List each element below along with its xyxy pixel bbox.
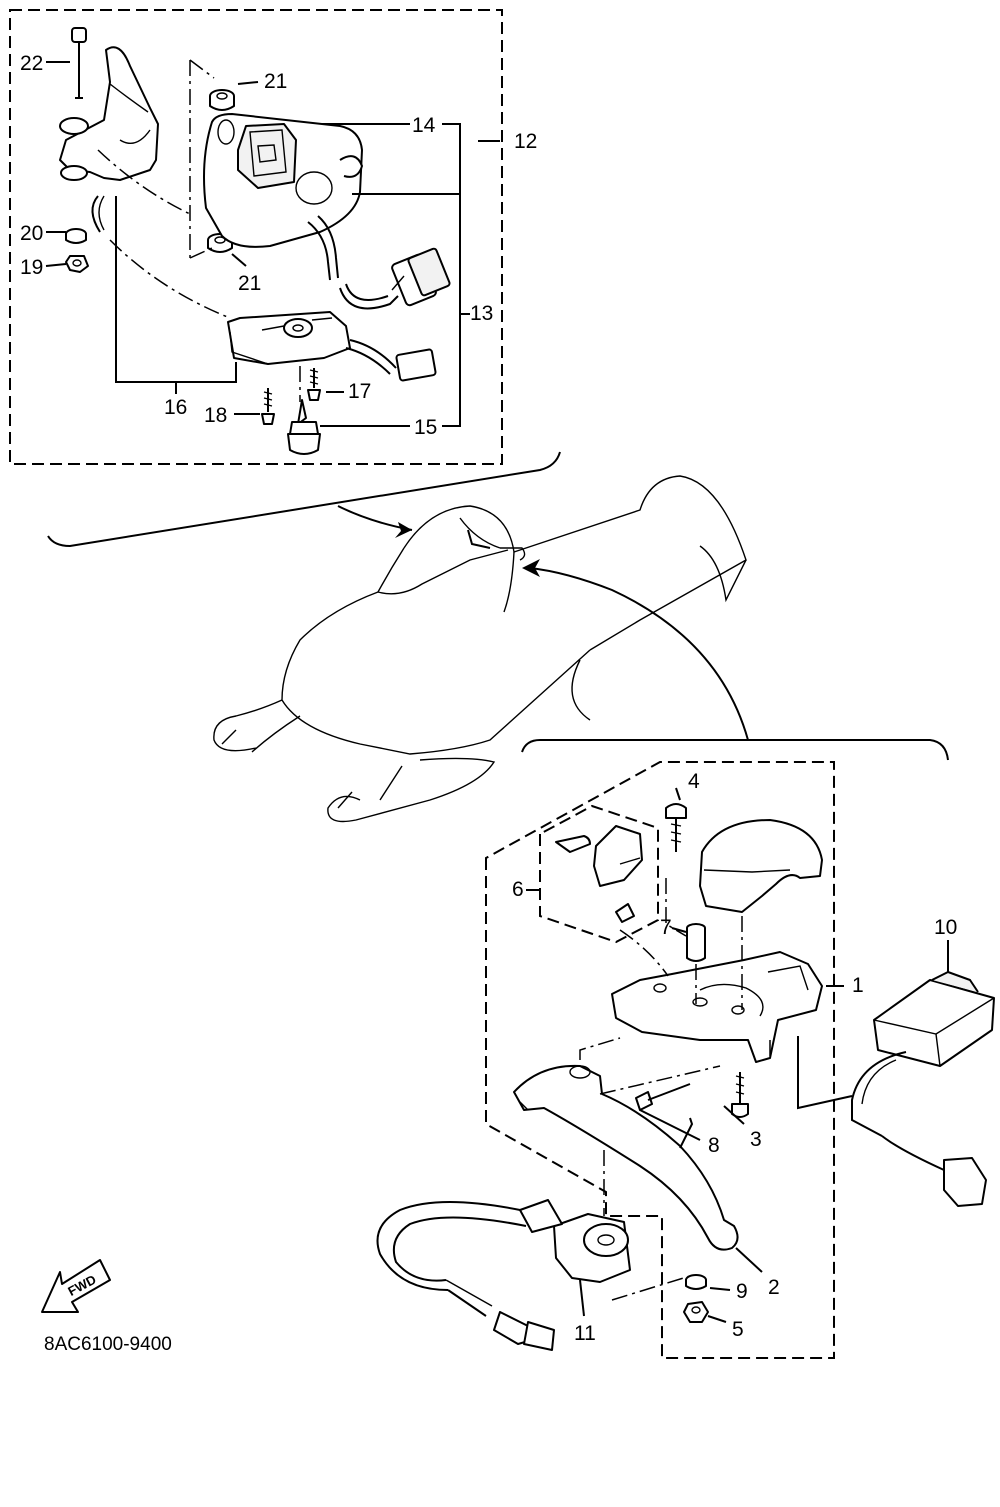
callout-20: 20 bbox=[20, 222, 43, 245]
top-inset-bracket bbox=[47, 451, 561, 548]
callout-5: 5 bbox=[732, 1318, 744, 1341]
callout-8: 8 bbox=[708, 1134, 720, 1157]
top-inset bbox=[9, 9, 561, 548]
switch-bracket bbox=[59, 46, 159, 233]
callout-3: 3 bbox=[750, 1128, 762, 1151]
fwd-arrow-icon: FWD bbox=[41, 1259, 111, 1313]
part-20-washer bbox=[65, 228, 87, 244]
callout-2: 2 bbox=[768, 1276, 780, 1299]
part-14-switch-housing bbox=[203, 113, 363, 281]
lower-assembly bbox=[376, 739, 995, 1359]
callout-18: 18 bbox=[204, 404, 227, 427]
callout-4: 4 bbox=[688, 770, 700, 793]
part-3-bolt bbox=[731, 1072, 749, 1118]
part-2-lever bbox=[513, 1064, 739, 1251]
part-1-perch bbox=[611, 951, 823, 1063]
top-pointer-arrowhead bbox=[395, 522, 412, 538]
part-5-nut bbox=[683, 1301, 709, 1323]
callout-6: 6 bbox=[512, 878, 524, 901]
top-inset-frame bbox=[9, 9, 503, 465]
part-22-bolt bbox=[71, 27, 87, 99]
callout-16: 16 bbox=[164, 396, 187, 419]
callout-15: 15 bbox=[414, 416, 437, 439]
part-9-washer bbox=[685, 1274, 707, 1290]
lower-pointer-arrow bbox=[529, 567, 749, 741]
callout-14: 14 bbox=[412, 114, 436, 137]
part-4-screw bbox=[665, 803, 687, 852]
callout-13: 13 bbox=[470, 302, 493, 325]
callout-12: 12 bbox=[514, 130, 537, 153]
callout-1: 1 bbox=[852, 974, 864, 997]
part-21-grommet-upper bbox=[209, 89, 235, 111]
callout-21-lower: 21 bbox=[238, 272, 261, 295]
callout-10: 10 bbox=[934, 916, 957, 939]
drawing-code: 8AC6100-9400 bbox=[44, 1334, 172, 1355]
callout-21-upper: 21 bbox=[264, 70, 287, 93]
part-11-brake-switch bbox=[376, 1199, 631, 1351]
part-17-screw bbox=[307, 368, 321, 401]
bracket-13 bbox=[442, 123, 461, 427]
part-15-bolt bbox=[287, 399, 321, 455]
part-10-switch-module bbox=[851, 971, 995, 1207]
callout-labels: 1 2 3 4 5 6 7 8 9 10 11 12 13 14 15 16 1… bbox=[20, 52, 957, 1345]
part-8-screw bbox=[635, 1083, 691, 1111]
part-18-screw bbox=[261, 388, 275, 425]
callout-19: 19 bbox=[20, 256, 43, 279]
part-13-cover-plate bbox=[227, 311, 437, 382]
callout-11: 11 bbox=[574, 1322, 596, 1345]
lower-assembly-frame bbox=[485, 761, 835, 1359]
lever-cap bbox=[699, 819, 823, 913]
part-7-sleeve bbox=[686, 923, 706, 962]
part-6-frame bbox=[539, 804, 659, 944]
housing-connector bbox=[339, 247, 451, 310]
lower-pointer-arrowhead bbox=[522, 559, 540, 577]
part-6-switch-block bbox=[555, 825, 643, 923]
callout-9: 9 bbox=[736, 1280, 748, 1303]
callout-7: 7 bbox=[660, 916, 672, 939]
callout-17: 17 bbox=[348, 380, 371, 403]
snowmobile-outline bbox=[213, 475, 747, 823]
lower-bracket bbox=[521, 739, 949, 761]
callout-22: 22 bbox=[20, 52, 43, 75]
part-19-nut bbox=[65, 255, 89, 273]
